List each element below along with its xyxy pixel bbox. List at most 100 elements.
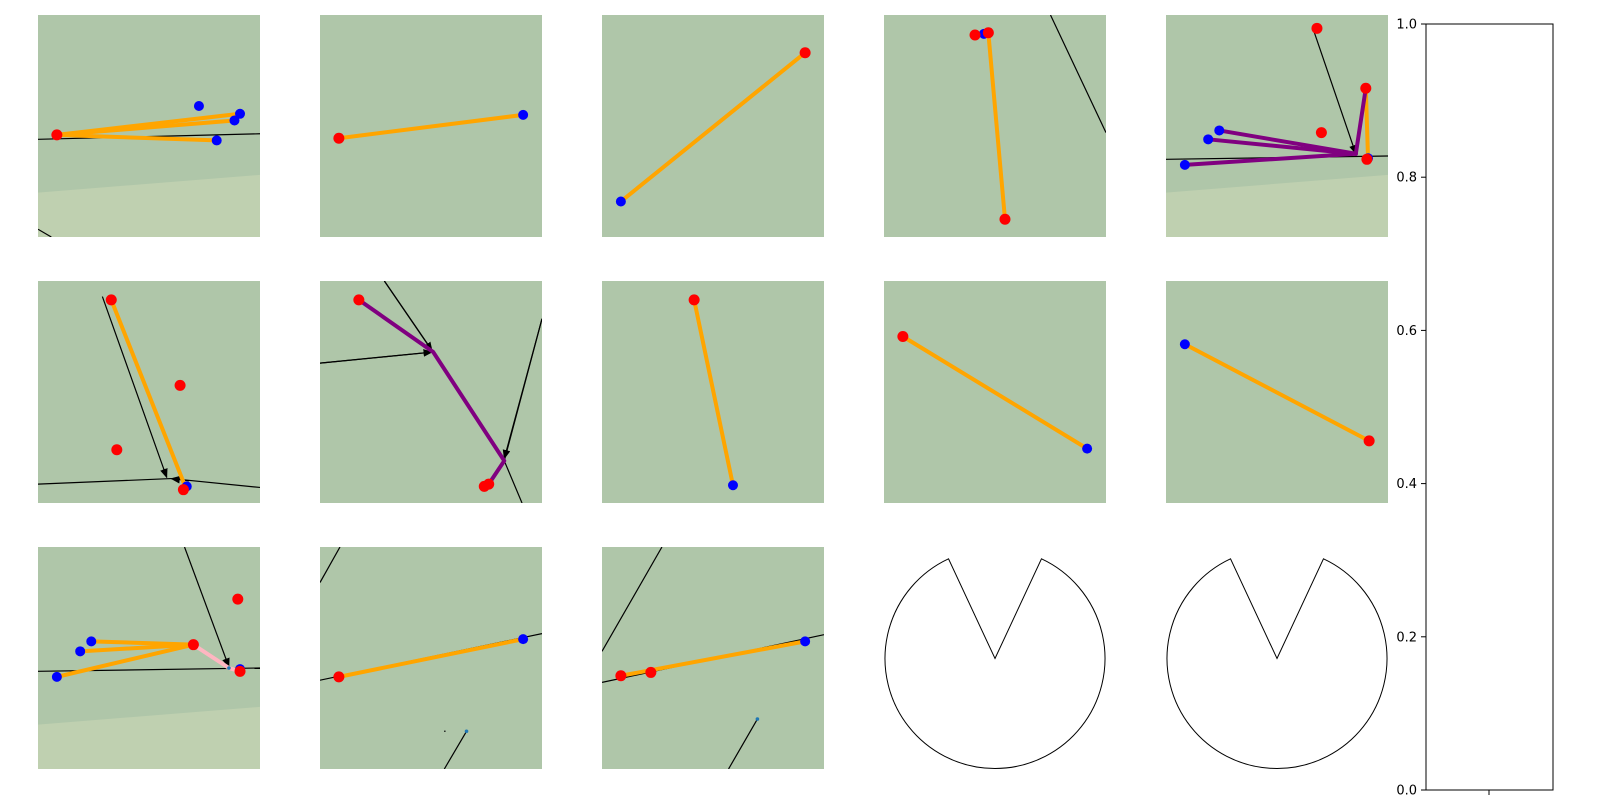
pie-r3c4 (884, 547, 1106, 769)
light-zone (38, 706, 260, 769)
colorbar-tick-label: 0.0 (1396, 784, 1417, 799)
wall-line (602, 547, 663, 652)
panel-r3c1 (38, 547, 260, 769)
wall-line (728, 718, 758, 769)
red-agent (353, 294, 365, 306)
blue-agent (1179, 159, 1190, 170)
red-agent (111, 444, 123, 456)
wall-line (320, 547, 341, 583)
colorbar-frame (1425, 23, 1554, 791)
connection-edge (336, 112, 526, 141)
red-agent (615, 670, 627, 682)
red-agent (105, 294, 117, 306)
waypoint-marker (755, 717, 760, 721)
panel-svg-r2c2 (320, 281, 542, 503)
blue-agent (229, 115, 240, 126)
panel-r1c1 (38, 15, 260, 237)
direction-arrow (502, 318, 542, 460)
red-agent (1363, 435, 1375, 447)
connection-edge (54, 132, 219, 143)
red-agent (999, 213, 1011, 225)
connection-path (1206, 137, 1358, 156)
panel-r2c3 (602, 281, 824, 503)
connection-path (1353, 86, 1368, 156)
direction-arrow (383, 281, 433, 352)
panel-svg-r3c3 (602, 547, 824, 769)
pie-wedge (884, 558, 1106, 769)
connection-path (1182, 151, 1358, 167)
colorbar-tick-label: 1.0 (1396, 18, 1417, 33)
panel-svg-r1c4 (884, 15, 1106, 237)
panel-svg-r2c4 (884, 281, 1106, 503)
red-agent (174, 379, 186, 391)
blue-agent (1082, 443, 1093, 454)
connection-edge (692, 297, 735, 488)
panel-r1c4 (884, 15, 1106, 237)
wall-line (38, 477, 172, 485)
connection-edge (54, 118, 237, 137)
red-agent (333, 132, 345, 144)
light-zone (1166, 174, 1388, 237)
connection-edge (1363, 86, 1371, 161)
panel-svg-r3c2 (320, 547, 542, 769)
waypoint-marker (464, 729, 469, 734)
red-agent (232, 593, 244, 605)
connection-path (356, 297, 507, 487)
direction-arrow (1311, 27, 1357, 155)
panel-svg-r3c1 (38, 547, 260, 769)
wall-line (503, 460, 523, 503)
panel-r1c2 (320, 15, 542, 237)
blue-agent (727, 480, 738, 491)
colorbar-tick-label: 0.2 (1396, 630, 1417, 645)
wall-line (1049, 15, 1106, 133)
colorbar-tick-label: 0.6 (1396, 324, 1417, 339)
panel-svg-r1c3 (602, 15, 824, 237)
waypoint-marker (227, 666, 231, 670)
blue-agent (51, 671, 62, 682)
blue-agent (615, 196, 626, 207)
red-agent (333, 671, 345, 683)
panel-svg-r1c1 (38, 15, 260, 237)
blue-agent (1179, 339, 1190, 350)
colorbar: 0.0 0.2 0.4 0.6 0.8 1.0 (1396, 18, 1554, 799)
red-agent (982, 27, 994, 39)
red-agent (187, 639, 199, 651)
panel-svg-r2c3 (602, 281, 824, 503)
blue-agent (86, 636, 97, 647)
red-agent (1361, 153, 1373, 165)
panel-r1c5 (1166, 15, 1388, 237)
direction-arrow (320, 349, 434, 364)
blue-agent (235, 108, 246, 119)
blue-agent (518, 109, 529, 120)
red-agent (688, 294, 700, 306)
connection-edge (900, 334, 1090, 451)
connection-edge (109, 297, 188, 490)
direction-arrow (101, 296, 168, 479)
red-agent (51, 129, 63, 141)
red-agent (969, 29, 981, 41)
red-agent (799, 47, 811, 59)
red-agent (1311, 22, 1323, 34)
connection-edge (1182, 342, 1372, 443)
field-background (320, 281, 542, 503)
pie-svg-r3c4 (884, 558, 1106, 769)
colorbar-tick-label: 0.4 (1396, 477, 1417, 492)
blue-agent (518, 634, 529, 645)
panel-svg-r2c5 (1166, 281, 1388, 503)
panel-r2c1 (38, 281, 260, 503)
red-agent (177, 484, 189, 496)
panel-r2c2 (320, 281, 542, 503)
connection-edge (336, 637, 526, 679)
blue-agent (211, 135, 222, 146)
red-agent (645, 666, 657, 678)
connection-edge (54, 642, 196, 679)
blue-agent (800, 636, 811, 647)
red-agent (897, 331, 909, 342)
panel-svg-r1c5 (1166, 15, 1388, 237)
panel-svg-r2c1 (38, 281, 260, 503)
blue-agent (193, 101, 204, 112)
colorbar-tick-label: 0.8 (1396, 171, 1417, 186)
red-agent (1360, 82, 1372, 94)
blue-agent (75, 646, 86, 657)
panel-r3c3 (602, 547, 824, 769)
